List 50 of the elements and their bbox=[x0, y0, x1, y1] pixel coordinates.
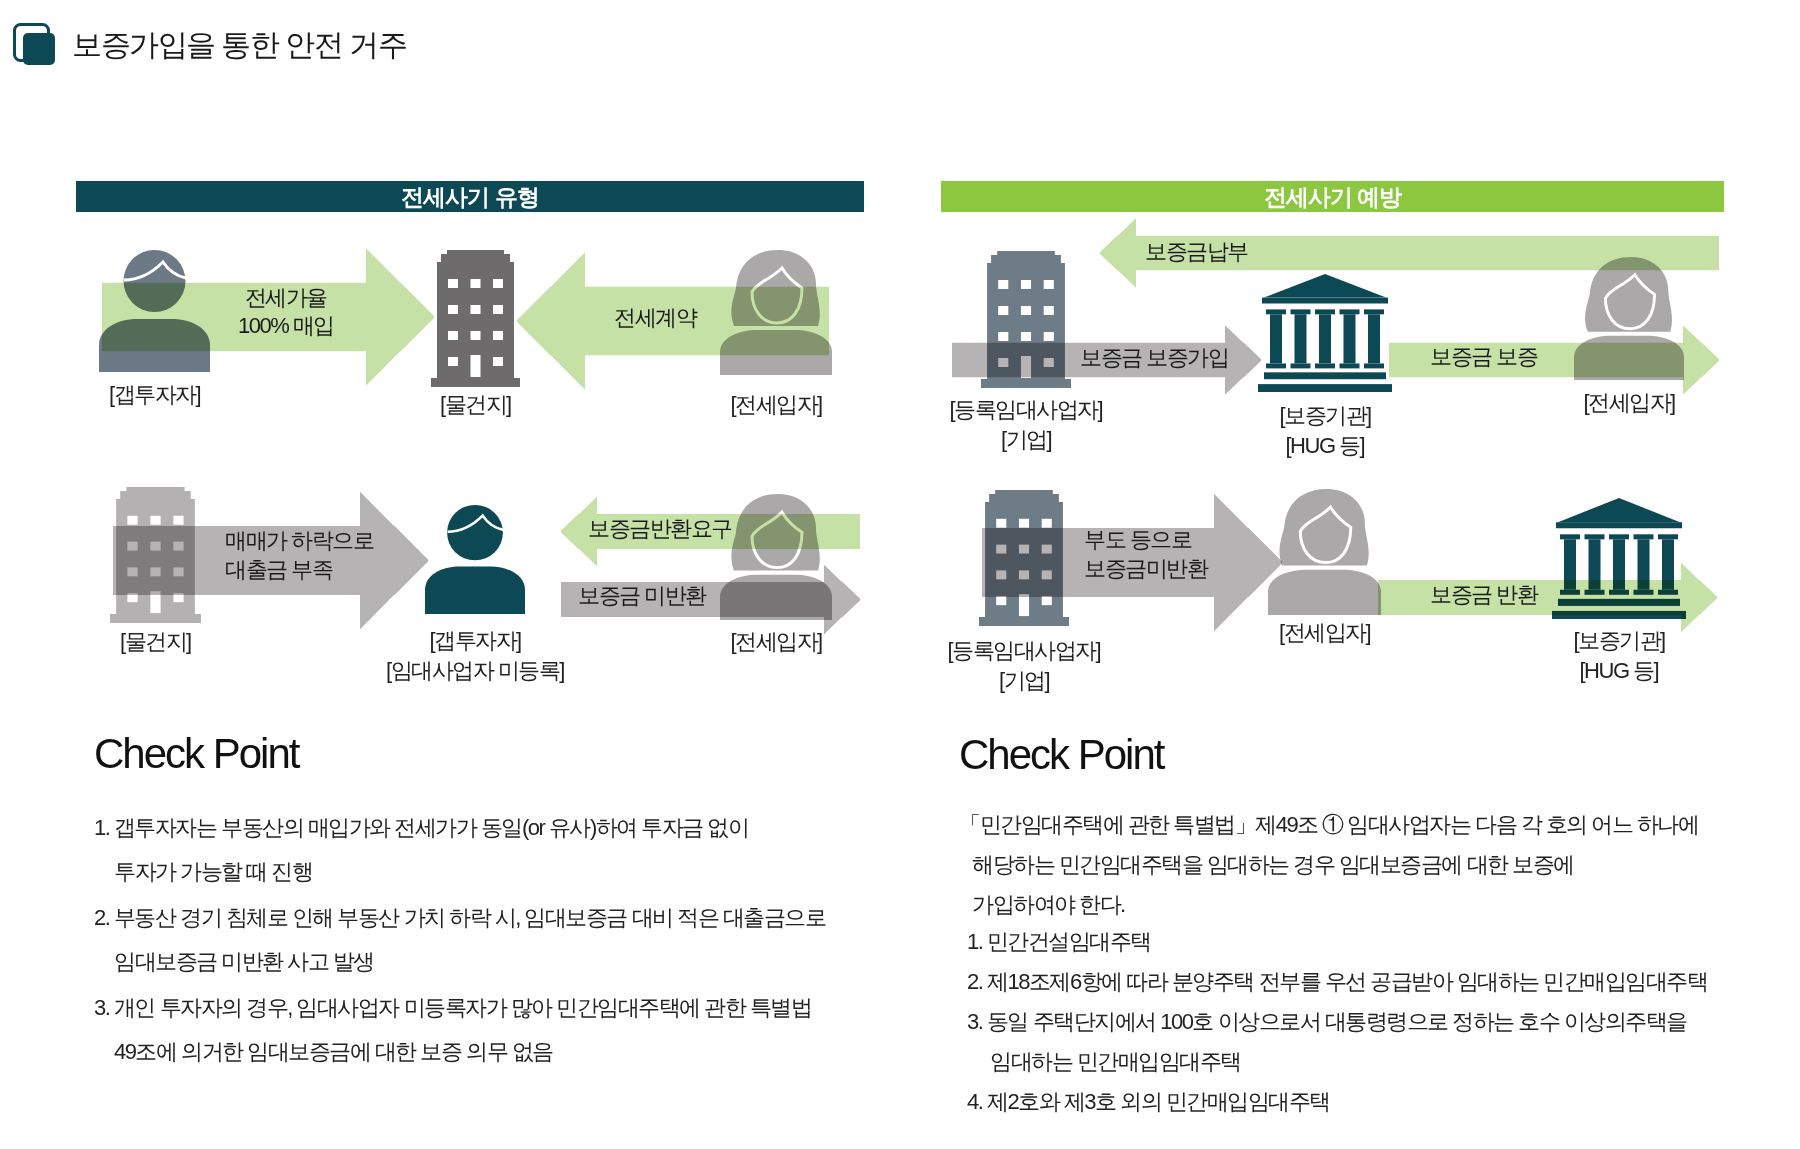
node-label: [갭투자자] bbox=[429, 627, 521, 655]
arrow bbox=[982, 493, 1282, 632]
list-item: 4. 제2호와 제3호 외의 민간매입임대주택 bbox=[967, 1088, 1330, 1116]
paragraph: 「민간임대주택에 관한 특별법」제49조 ① 임대사업자는 다음 각 호의 어느 하나에 해당하는 민간임대주택을 임대하는 경우 임대보증금에 대한 보증에 가입하여야 한다. bbox=[959, 811, 1699, 919]
header-band: 전세사기 유형 bbox=[76, 181, 864, 212]
arrow bbox=[1100, 218, 1719, 288]
node-label: [보증기관] bbox=[1573, 627, 1665, 655]
arrow bbox=[517, 252, 829, 390]
node-label: [전세입자] bbox=[730, 628, 822, 656]
list-item: 1. 갭투자자는 부동산의 매입가와 전세가가 동일(or 유사)하여 투자금 없이 투자가 가능할 때 진행 bbox=[94, 814, 749, 886]
edge-label: 보증금납부 bbox=[1145, 239, 1248, 265]
list-item: 2. 제18조제6항에 따라 분양주택 전부를 우선 공급받아 임대하는 민간매입임대주택 bbox=[967, 968, 1708, 996]
edge-label: 보증금반환요구 bbox=[588, 516, 732, 542]
title: 보증가입을 통한 안전 거주 bbox=[72, 27, 406, 63]
node-label: [전세입자] bbox=[730, 391, 822, 419]
list-item: 3. 개인 투자자의 경우, 임대사업자 미등록자가 많아 민간임대주택에 관한 특별법 49조에 의거한 임대보증금에 대한 보증 의무 없음 bbox=[94, 994, 812, 1066]
list-item: 2. 부동산 경기 침체로 인해 부동산 가치 하락 시, 임대보증금 대비 적은 대출금으로 임대보증금 미반환 사고 발생 bbox=[94, 904, 826, 976]
edge-label: 보증금 보증가입 bbox=[1080, 345, 1229, 371]
list-item: 1. 민간건설임대주택 bbox=[967, 928, 1151, 956]
edge-label: 보증금 보증 bbox=[1430, 344, 1538, 370]
section-heading: Check Point bbox=[94, 733, 299, 775]
arrow bbox=[1389, 325, 1719, 395]
arrow bbox=[561, 496, 860, 567]
arrow bbox=[113, 491, 428, 630]
edge-label: 보증금 반환 bbox=[1430, 582, 1538, 608]
arrow bbox=[1378, 562, 1717, 633]
edge-label: 부도 등으로 보증금미반환 bbox=[1084, 526, 1207, 583]
arrow bbox=[102, 248, 434, 386]
node-label: [갭투자자] bbox=[109, 381, 201, 409]
edge-label: 매매가 하락으로 대출금 부족 bbox=[225, 527, 374, 584]
node-label: [등록임대사업자] bbox=[949, 396, 1103, 424]
edge-label: 보증금 미반환 bbox=[578, 583, 706, 609]
arrow bbox=[561, 564, 860, 635]
node-label: [등록임대사업자] bbox=[947, 637, 1101, 665]
node-label: [보증기관] bbox=[1279, 402, 1371, 430]
node-label: [전세입자] bbox=[1583, 389, 1675, 417]
node-label: [HUG 등] bbox=[1285, 432, 1365, 460]
node-label: [기업] bbox=[999, 667, 1050, 695]
edge-label: 전세가율 100% 매입 bbox=[238, 284, 334, 340]
node-label: [전세입자] bbox=[1279, 619, 1371, 647]
section-heading: Check Point bbox=[959, 734, 1164, 776]
arrow bbox=[952, 325, 1261, 395]
edge-label: 전세계약 bbox=[614, 305, 696, 331]
node-label: [HUG 등] bbox=[1579, 657, 1659, 685]
node-label: [기업] bbox=[1001, 426, 1052, 454]
header-band: 전세사기 예방 bbox=[941, 181, 1724, 212]
node-label: [물건지] bbox=[120, 628, 191, 656]
node-label: [물건지] bbox=[440, 391, 511, 419]
list-item: 3. 동일 주택단지에서 100호 이상으로서 대통령령으로 정하는 호수 이상의주택을 임대하는 민간매입임대주택 bbox=[967, 1008, 1687, 1076]
node-label: [임대사업자 미등록] bbox=[386, 657, 564, 685]
